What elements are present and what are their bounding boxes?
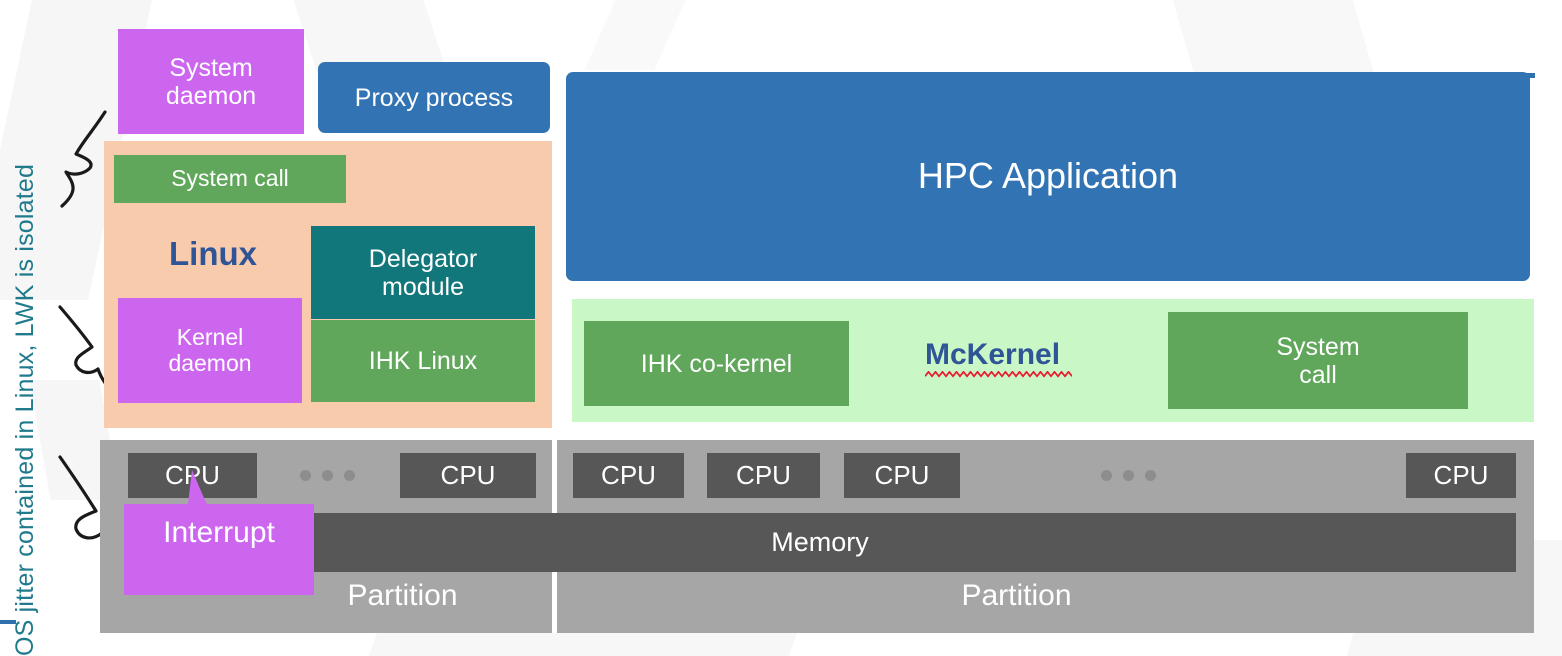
ihk-linux-box[interactable]: IHK Linux	[311, 320, 535, 402]
cpu-box[interactable]: CPU	[844, 453, 960, 498]
background-shape	[584, 0, 686, 70]
cpu-box[interactable]: CPU	[573, 453, 684, 498]
cpu-box[interactable]: CPU	[707, 453, 820, 498]
background-shape	[1164, 0, 1376, 80]
cpu-ellipsis-right	[1101, 470, 1156, 481]
mckernel-text: McKernel	[925, 338, 1061, 371]
linux-label: Linux	[169, 235, 257, 273]
cpu-box[interactable]: CPU	[1406, 453, 1516, 498]
cpu-box[interactable]: CPU	[400, 453, 536, 498]
interrupt-pointer-shape	[124, 470, 314, 595]
hpc-application-box[interactable]: HPC Application	[566, 72, 1530, 281]
interrupt-label: Interrupt	[163, 516, 275, 549]
proxy-process-box[interactable]: Proxy process	[318, 62, 550, 133]
interrupt-callout[interactable]: Interrupt	[124, 470, 314, 595]
cpu-ellipsis-left	[300, 470, 355, 481]
system-daemon-box[interactable]: System daemon	[118, 29, 304, 134]
memory-bar[interactable]: Memory	[124, 513, 1516, 572]
delegator-module-box[interactable]: Delegator module	[311, 226, 535, 319]
lwk-system-call-box[interactable]: System call	[1168, 312, 1468, 409]
partition-label-left: Partition	[347, 579, 458, 613]
spellcheck-squiggle-icon	[925, 371, 1072, 378]
linux-system-call-box[interactable]: System call	[114, 155, 346, 203]
partition-divider	[552, 572, 557, 633]
accent-rule-left	[0, 620, 16, 624]
partition-label-right: Partition	[961, 579, 1072, 613]
kernel-daemon-box[interactable]: Kernel daemon	[118, 298, 302, 403]
partition-divider	[552, 440, 557, 513]
mckernel-label: McKernel	[925, 338, 1072, 378]
ihk-co-kernel-box[interactable]: IHK co-kernel	[584, 321, 849, 406]
jitter-annotation-label: OS jitter contained in Linux, LWK is iso…	[10, 163, 39, 656]
